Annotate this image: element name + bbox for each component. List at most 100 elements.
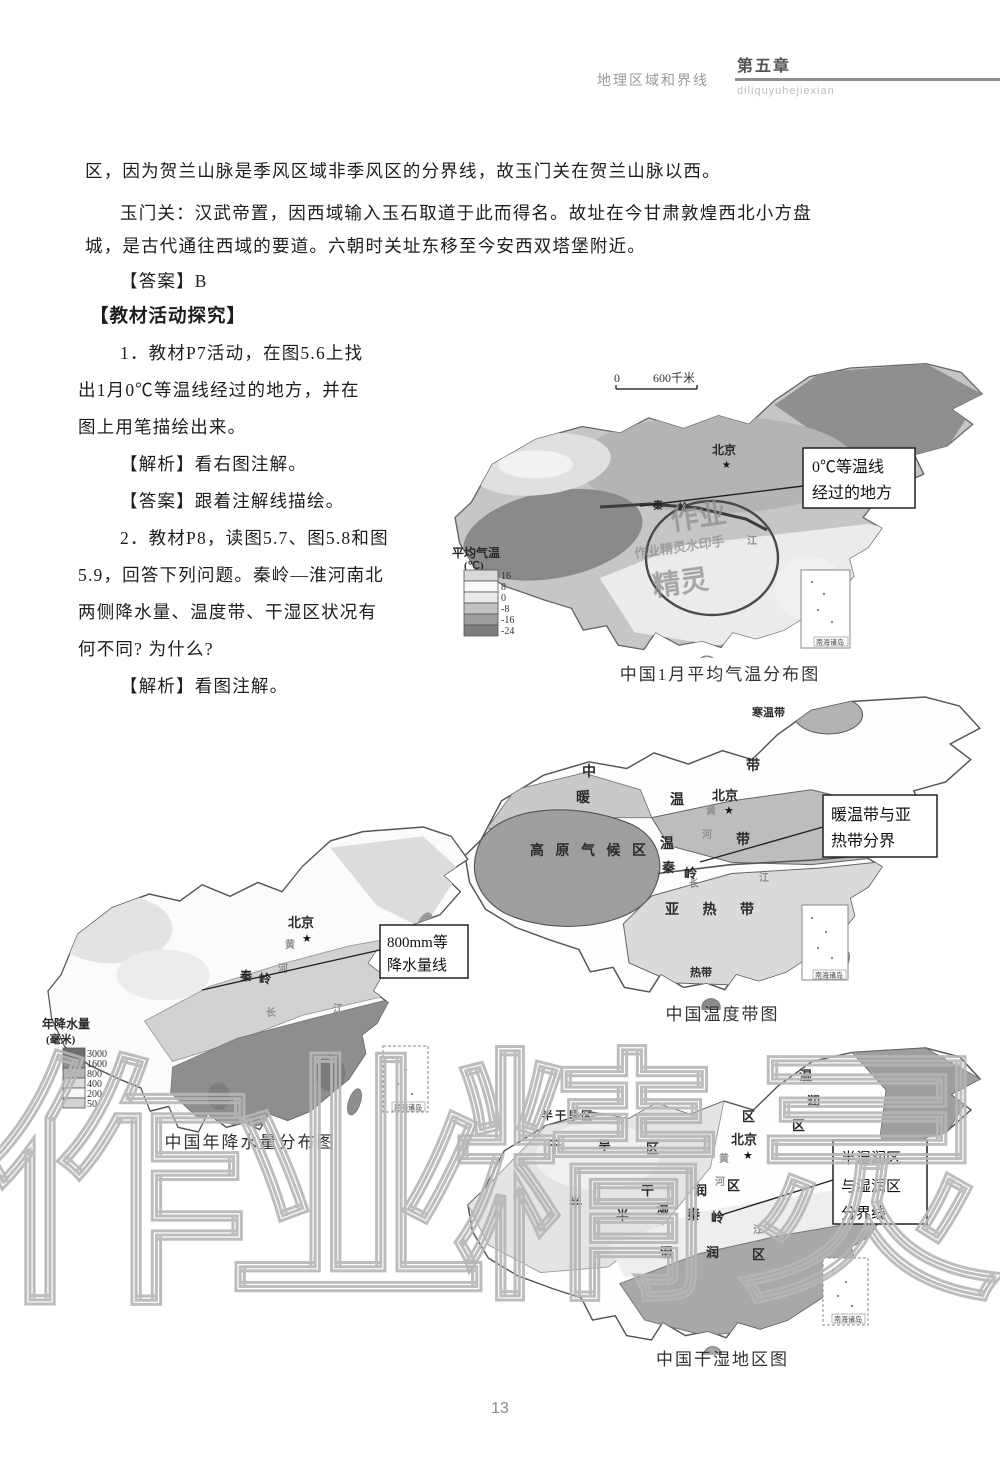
legend-labels: 3000 1600 800 400 200 50 xyxy=(87,1049,107,1110)
svg-text:精灵: 精灵 xyxy=(651,563,711,602)
callout-box xyxy=(822,794,938,858)
river-label: 江 xyxy=(759,871,769,884)
header-rule xyxy=(735,78,1000,81)
beijing-label: 北京 xyxy=(712,442,736,457)
region-label: 干 xyxy=(641,1183,654,1198)
callout-box xyxy=(379,924,469,979)
river-label: 河 xyxy=(702,829,712,841)
zero-isotherm-line xyxy=(599,502,768,532)
south-china-sea-inset: 南海诸岛 xyxy=(382,1045,429,1113)
zone-label-tropical: 热带 xyxy=(690,965,712,979)
callout-text: 半湿润区 xyxy=(841,1150,901,1167)
hainan-island xyxy=(244,1138,254,1140)
region-label: 区 xyxy=(742,1109,755,1124)
qinling-label: 岭 xyxy=(684,866,697,881)
qinling-label: 岭 xyxy=(678,501,688,514)
zone-label-hanwendai: 寒温带 xyxy=(751,705,785,719)
beijing-label: 北京 xyxy=(731,1132,757,1147)
inset-label: 南海诸岛 xyxy=(394,1103,422,1112)
beijing-star: ★ xyxy=(302,933,312,945)
legend-swatches xyxy=(463,569,499,637)
river-label: 黄 xyxy=(706,804,716,817)
callout-text: 经过的地方 xyxy=(812,484,892,502)
zone-label: 暖 xyxy=(576,789,591,806)
south-china-sea-inset: 南海诸岛 xyxy=(801,904,849,981)
svg-text:16: 16 xyxy=(501,571,511,582)
svg-text:3000: 3000 xyxy=(87,1049,107,1060)
header-section-title: 地理区域和界线 xyxy=(597,72,709,88)
inset-label: 南海诸岛 xyxy=(834,1315,862,1324)
region-label-humid-s: 湿 xyxy=(660,1245,673,1260)
taiwan-island xyxy=(347,1088,362,1116)
region-label-humid-ne: 润 xyxy=(807,1094,820,1109)
beijing-star: ★ xyxy=(722,460,731,471)
zone-label: 温 xyxy=(660,836,674,852)
beijing-label: 北京 xyxy=(712,788,738,803)
river-label: 河 xyxy=(715,1176,725,1188)
scale-bar xyxy=(615,385,698,390)
column-line: 【解析】看图注解。 xyxy=(120,676,289,696)
plateau-label: 高 原 气 候 区 xyxy=(530,842,650,859)
zone-label: 带 xyxy=(746,758,760,774)
qinling-label: 岭 xyxy=(711,1210,724,1225)
hainan-island xyxy=(701,998,721,1010)
region-label: 区 xyxy=(727,1178,740,1193)
paragraph-line: 玉门关：汉武帝置，因西域输入玉石取道于此而得名。故址在今甘肃敦煌西北小方盘 xyxy=(120,203,812,223)
legend-unit: (毫米) xyxy=(46,1032,76,1046)
column-line: 2．教材P8，读图5.7、图5.8和图 xyxy=(120,528,389,548)
zone-label-subtropical: 亚 热 带 xyxy=(665,901,764,918)
region-label: 区 xyxy=(646,1141,659,1156)
scale-label: 600千米 xyxy=(653,371,695,385)
callout-text: 暖温带与亚 xyxy=(831,806,911,824)
callout-text: 热带分界 xyxy=(831,832,895,850)
header-chapter: 第五章 xyxy=(737,58,792,75)
paragraph-line: 城，是古代通往西域的要道。六朝时关址东移至今安西双塔堡附近。 xyxy=(85,236,646,256)
map-zones-caption: 中国温度带图 xyxy=(665,1005,780,1024)
beijing-label: 北京 xyxy=(288,915,314,930)
region-label-humid-ne: 区 xyxy=(792,1118,805,1133)
callout-pointer-line xyxy=(639,485,804,507)
header-pinyin: diliquyuhejiexian xyxy=(737,85,835,97)
qinling-label: 秦 xyxy=(661,860,676,875)
river-label: 河 xyxy=(278,963,288,975)
svg-text:-8: -8 xyxy=(501,604,509,615)
inset-label: 南海诸岛 xyxy=(816,638,844,647)
south-china-sea-inset: 南海诸岛 xyxy=(822,1257,869,1326)
svg-text:800: 800 xyxy=(87,1069,102,1080)
hainan-island xyxy=(700,655,714,658)
svg-text:0: 0 xyxy=(501,593,506,604)
svg-text:作业: 作业 xyxy=(669,497,729,536)
region-label-humid-s: 润 xyxy=(706,1245,719,1260)
column-line: 两侧降水量、温度带、干湿区状况有 xyxy=(78,602,378,622)
legend-unit: (℃) xyxy=(464,560,484,572)
map-dryness-figure: 半干旱区 干 旱 区 区 北京 ★ 湿 润 区 半 半 干 湿 润 区 秦 岭 … xyxy=(467,1047,982,1355)
column-line: 5.9，回答下列问题。秦岭—淮河南北 xyxy=(78,565,384,585)
region-label: 旱 xyxy=(598,1138,611,1153)
callout-text: 0℃等温线 xyxy=(812,458,884,476)
qinling-label: 岭 xyxy=(259,971,271,986)
beijing-star: ★ xyxy=(743,1150,753,1162)
svg-text:1600: 1600 xyxy=(87,1059,107,1070)
river-label: 黄 xyxy=(285,938,295,951)
column-line: 出1月0℃等温线经过的地方，并在 xyxy=(78,380,360,400)
map-precipitation-caption: 中国年降水量分布图 xyxy=(164,1133,336,1152)
qinling-label: 秦 xyxy=(652,499,664,512)
callout-pointer-line xyxy=(201,949,381,991)
south-china-sea-inset: 南海诸岛 xyxy=(800,569,851,649)
section-heading: 【教材活动探究】 xyxy=(90,307,247,327)
region-label-humid-s: 区 xyxy=(752,1247,765,1262)
region-label: 干 xyxy=(548,1138,561,1153)
isotherm-highlight-ring xyxy=(644,499,780,617)
scale-zero: 0 xyxy=(614,371,620,385)
river-label: 长 xyxy=(689,877,700,890)
legend-title: 年降水量 xyxy=(42,1016,90,1031)
column-line: 图上用笔描绘出来。 xyxy=(78,417,247,437)
svg-text:200: 200 xyxy=(87,1089,102,1100)
svg-text:-16: -16 xyxy=(501,615,514,626)
map-temperature-caption: 中国1月平均气温分布图 xyxy=(619,665,821,684)
column-line: 1．教材P7活动，在图5.6上找 xyxy=(120,343,364,363)
region-label-humid-ne: 湿 xyxy=(799,1068,812,1083)
svg-text:8: 8 xyxy=(501,582,506,593)
callout-pointer-line xyxy=(717,1179,834,1217)
